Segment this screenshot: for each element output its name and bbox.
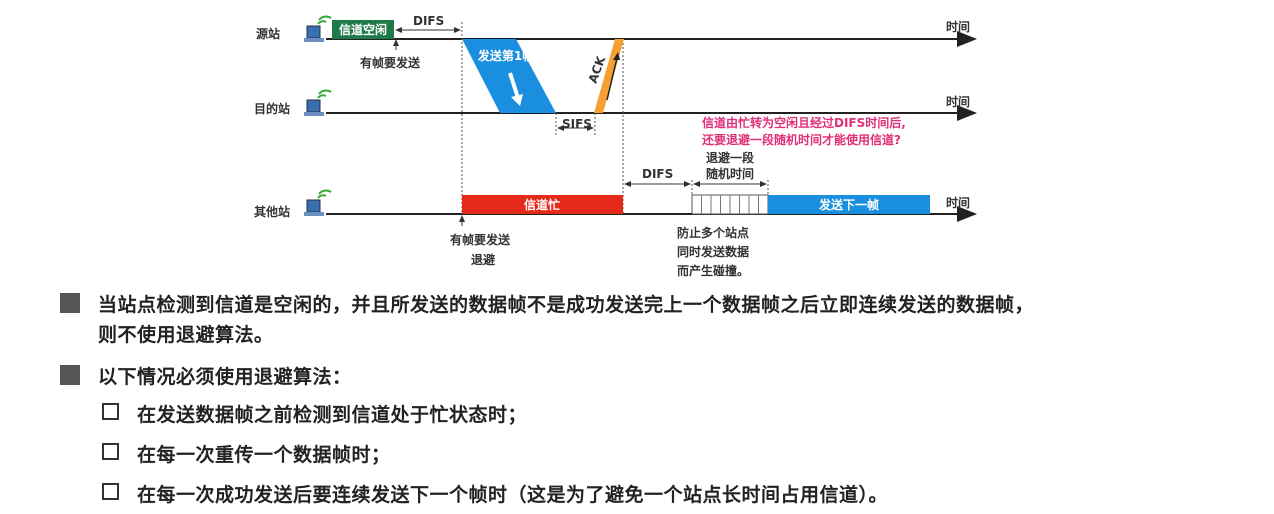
backoff-slots [691, 194, 769, 215]
difs-label: DIFS [642, 167, 673, 181]
prevent-collision-line3: 而产生碰撞。 [677, 263, 749, 278]
bullet-item: 当站点检测到信道是空闲的，并且所发送的数据帧不是成功发送完上一个数据帧之后立即连… [60, 290, 1034, 350]
sifs-label: SIFS [562, 117, 592, 131]
time-label: 时间 [946, 94, 970, 109]
frame-direction-arrow [508, 72, 520, 99]
difs-label: DIFS [413, 14, 444, 28]
square-bullet-icon [60, 365, 80, 385]
bullet-text: 当站点检测到信道是空闲的，并且所发送的数据帧不是成功发送完上一个数据帧之后立即连… [98, 294, 1035, 316]
row-label-destination: 目的站 [254, 101, 290, 116]
computer-wifi-icon [304, 189, 332, 216]
row-label-source: 源站 [256, 26, 280, 41]
sub-bullet-text: 在每一次成功发送后要连续发送下一个帧时（这是为了避免一个站点长时间占用信道）。 [137, 484, 889, 506]
channel-busy-label: 信道忙 [524, 197, 560, 212]
ack-direction-arrowhead [613, 52, 620, 60]
frame-to-send-backoff-line1: 有帧要发送 [450, 232, 511, 247]
prevent-collision-line1: 防止多个站点 [677, 225, 749, 240]
sub-bullet-text: 在发送数据帧之前检测到信道处于忙状态时； [137, 404, 528, 426]
computer-wifi-icon [304, 89, 332, 116]
csma-ca-timing-diagram: 源站 目的站 其他站 时间 时间 时间 信道空闲 DIFS 有帧要发送 发送第1 [254, 14, 977, 278]
bullet-text: 以下情况必须使用退避算法： [98, 366, 352, 388]
sub-bullet-item: 在发送数据帧之前检测到信道处于忙状态时； [102, 400, 527, 430]
bullet-item: 以下情况必须使用退避算法： [60, 362, 352, 392]
note-line1: 信道由忙转为空闲且经过DIFS时间后, [702, 115, 906, 130]
checkbox-bullet-icon [102, 443, 119, 460]
send-next-frame-box [768, 195, 930, 214]
frame-direction-arrowhead [511, 94, 523, 106]
prevent-collision-line2: 同时发送数据 [677, 244, 749, 259]
backoff-label-line2: 随机时间 [706, 166, 754, 181]
backoff-label-line1: 退避一段 [706, 150, 755, 165]
row-label-other: 其他站 [254, 204, 290, 219]
checkbox-bullet-icon [102, 403, 119, 420]
channel-busy-box [462, 195, 623, 214]
checkbox-bullet-icon [102, 483, 119, 500]
sub-bullet-item: 在每一次成功发送后要连续发送下一个帧时（这是为了避免一个站点长时间占用信道）。 [102, 480, 888, 510]
time-label: 时间 [946, 19, 970, 34]
channel-idle-box [332, 20, 394, 39]
sub-bullet-item: 在每一次重传一个数据帧时； [102, 440, 391, 470]
channel-idle-label: 信道空闲 [339, 22, 387, 37]
bullet-text: 则不使用退避算法。 [98, 324, 274, 346]
ack-direction-arrow [606, 57, 618, 101]
note-line2: 还要退避一段随机时间才能使用信道? [701, 132, 901, 147]
frame-to-send-backoff-line2: 退避 [471, 252, 495, 267]
square-bullet-icon [60, 293, 80, 313]
send-next-frame-label: 发送下一帧 [818, 197, 879, 212]
frame-to-send-label: 有帧要发送 [360, 55, 421, 70]
sub-bullet-text: 在每一次重传一个数据帧时； [137, 444, 391, 466]
send-frame1-label: 发送第1帧 [477, 48, 534, 63]
computer-wifi-icon [304, 15, 332, 42]
time-label: 时间 [946, 195, 970, 210]
